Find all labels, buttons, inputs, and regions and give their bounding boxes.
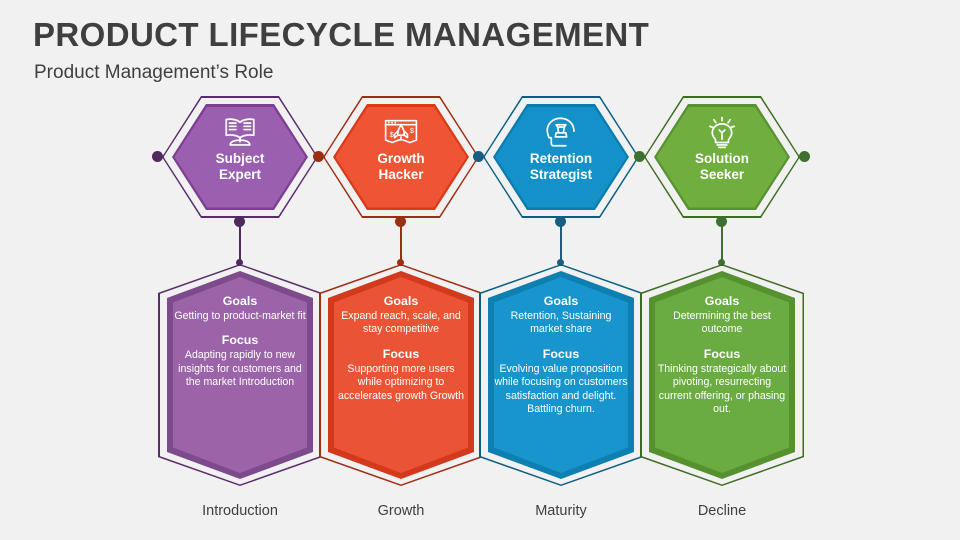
focus-heading: Focus — [542, 346, 580, 361]
connector-dot-left — [634, 151, 645, 162]
role-line-1: Subject — [215, 151, 265, 166]
connector-dot-under-badge — [555, 216, 566, 227]
stage-caption: Maturity — [535, 503, 587, 519]
stage-panel-1[interactable]: Goals Expand reach, scale, and stay comp… — [319, 264, 483, 486]
role-badge-1[interactable]: $ $ Growth Hacker — [311, 96, 491, 218]
stage-panel-text: Goals Determining the best outcome Focus… — [655, 293, 789, 416]
connector-dot-under-badge — [716, 216, 727, 227]
role-line-1: Solution — [695, 151, 749, 166]
connector-dot-left — [152, 151, 163, 162]
connector-stem — [560, 225, 562, 263]
role-line-2: Seeker — [699, 167, 745, 182]
role-badge-2[interactable]: Retention Strategist — [471, 96, 651, 218]
role-badge-3[interactable]: Solution Seeker — [632, 96, 812, 218]
connector-stem — [721, 225, 723, 263]
stage-panel-text: Goals Getting to product-market fit Focu… — [173, 293, 307, 390]
focus-text: Adapting rapidly to new insights for cus… — [178, 349, 302, 389]
goals-text: Retention, Sustaining market share — [510, 310, 612, 336]
rocket-growth-icon: $ $ — [381, 115, 421, 149]
strategy-head-icon — [541, 115, 581, 149]
goals-text: Determining the best outcome — [673, 310, 771, 336]
goals-heading: Goals — [543, 294, 579, 308]
connector-dot-panel — [718, 259, 725, 266]
page-subtitle: Product Management’s Role — [34, 62, 274, 83]
focus-text: Thinking strategically about pivoting, r… — [657, 362, 787, 416]
goals-heading: Goals — [383, 294, 419, 308]
stage-panel-fill — [173, 277, 307, 473]
focus-heading: Focus — [703, 346, 741, 361]
goals-heading: Goals — [704, 294, 740, 308]
role-badge-label: Growth Hacker — [377, 151, 424, 183]
stage-caption: Introduction — [202, 503, 278, 519]
stage-column-maturity: Retention Strategist Goals Retention, Su… — [471, 0, 665, 540]
stage-panel-body: Goals Retention, Sustaining market share… — [488, 271, 634, 479]
role-line-1: Growth — [377, 151, 425, 166]
lightbulb-icon — [702, 115, 742, 149]
stage-caption: Growth — [377, 503, 425, 519]
stage-panel-0[interactable]: Goals Getting to product-market fit Focu… — [158, 264, 322, 486]
focus-heading: Focus — [221, 333, 259, 348]
stage-caption: Decline — [697, 503, 747, 519]
role-badge-fill — [335, 106, 467, 208]
stage-column-growth: $ $ Growth Hacker Goals Expand re — [311, 0, 505, 540]
role-badge-label: Subject Expert — [216, 151, 265, 183]
connector-dot-left — [313, 151, 324, 162]
open-book-icon — [220, 115, 260, 149]
svg-text:$: $ — [410, 126, 414, 135]
goals-heading: Goals — [222, 294, 258, 308]
role-badge-0[interactable]: Subject Expert — [150, 96, 330, 218]
connector-dot-under-badge — [234, 216, 245, 227]
stage-panel-3[interactable]: Goals Determining the best outcome Focus… — [640, 264, 804, 486]
stage-panel-body: Goals Expand reach, scale, and stay comp… — [328, 271, 474, 479]
focus-text: Supporting more users while optimizing t… — [337, 362, 464, 402]
stage-panel-fill — [655, 277, 789, 473]
connector-dot-panel — [236, 259, 243, 266]
role-line-2: Strategist — [529, 167, 593, 182]
stage-panel-text: Goals Retention, Sustaining market share… — [494, 293, 628, 416]
stage-column-introduction: Subject Expert Goals Getting to product-… — [150, 0, 344, 540]
stage-panel-2[interactable]: Goals Retention, Sustaining market share… — [479, 264, 643, 486]
connector-dot-panel — [397, 259, 404, 266]
connector-dot-under-badge — [395, 216, 406, 227]
role-line-1: Retention — [529, 151, 593, 166]
role-line-2: Expert — [218, 167, 261, 182]
role-badge-body: Solution Seeker — [654, 104, 790, 210]
stage-panel-fill — [334, 277, 468, 473]
connector-stem — [400, 225, 402, 263]
stage-column-decline: Solution Seeker Goals Determining the be… — [632, 0, 812, 540]
role-line-2: Hacker — [378, 167, 424, 182]
focus-heading: Focus — [382, 346, 420, 361]
goals-text: Expand reach, scale, and stay competitiv… — [341, 310, 461, 336]
stage-panel-text: Goals Expand reach, scale, and stay comp… — [334, 293, 468, 403]
svg-text:$: $ — [390, 130, 394, 139]
stage-panel-fill — [494, 277, 628, 473]
role-badge-label: Solution Seeker — [695, 151, 749, 183]
connector-dot-right — [799, 151, 810, 162]
connector-stem — [239, 225, 241, 263]
stage-panel-body: Goals Getting to product-market fit Focu… — [167, 271, 313, 479]
stage-panel-body: Goals Determining the best outcome Focus… — [649, 271, 795, 479]
page-title: PRODUCT LIFECYCLE MANAGEMENT — [33, 16, 650, 53]
role-badge-label: Retention Strategist — [530, 151, 592, 183]
goals-text: Getting to product-market fit — [174, 310, 306, 322]
role-badge-body: Retention Strategist — [493, 104, 629, 210]
connector-dot-left — [473, 151, 484, 162]
focus-text: Evolving value proposition while focusin… — [494, 362, 628, 416]
connector-dot-panel — [557, 259, 564, 266]
